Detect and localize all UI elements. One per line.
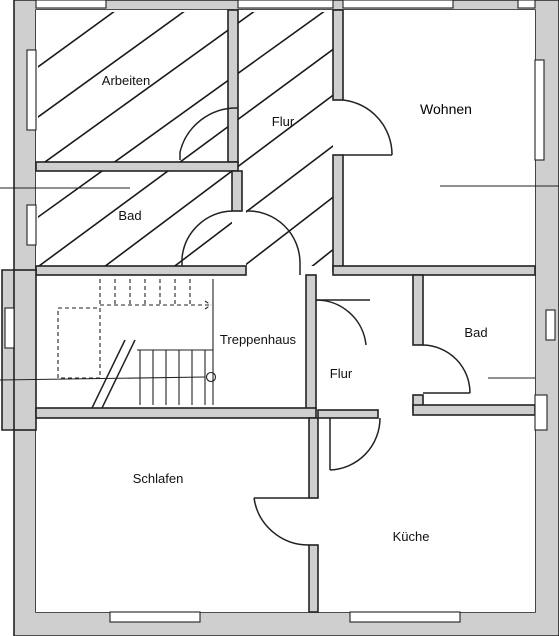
room-label-kueche: Küche bbox=[393, 529, 430, 544]
room-label-schlafen: Schlafen bbox=[133, 471, 184, 486]
room-label-flur-mid: Flur bbox=[330, 366, 353, 381]
room-label-bad-left: Bad bbox=[118, 208, 141, 223]
windows bbox=[4, 0, 556, 623]
room-label-flur-top: Flur bbox=[272, 114, 295, 129]
room-label-treppenhaus: Treppenhaus bbox=[220, 332, 297, 347]
dimension-lines bbox=[0, 185, 559, 379]
room-labels: Arbeiten Flur Wohnen Bad Treppenhaus Bad… bbox=[102, 73, 488, 544]
interior-area bbox=[36, 10, 535, 612]
room-label-wohnen: Wohnen bbox=[420, 101, 472, 117]
staircase bbox=[0, 279, 217, 409]
interior-walls bbox=[13, 9, 536, 613]
hatched-zone bbox=[38, 12, 333, 266]
room-label-arbeiten: Arbeiten bbox=[102, 73, 150, 88]
doors bbox=[179, 99, 471, 546]
room-label-bad-right: Bad bbox=[464, 325, 487, 340]
